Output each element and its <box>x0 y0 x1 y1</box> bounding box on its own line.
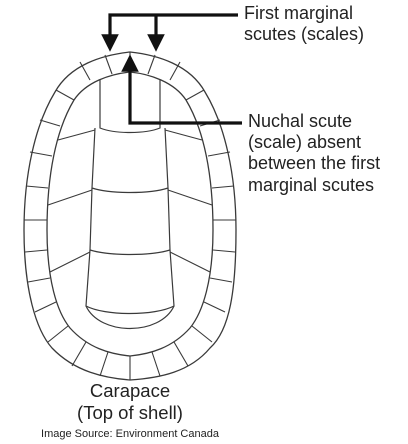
image-source-credit: Image Source: Environment Canada <box>30 428 230 440</box>
carapace-line2: (Top of shell) <box>30 402 230 424</box>
nuchal-line1: Nuchal scute <box>248 111 380 132</box>
nuchal-line3: between the first <box>248 153 380 174</box>
first-marginal-line2: scutes (scales) <box>244 24 364 45</box>
first-marginal-line1: First marginal <box>244 3 364 24</box>
nuchal-callout <box>130 63 242 123</box>
carapace-line1: Carapace <box>30 380 230 402</box>
first-marginal-label: First marginal scutes (scales) <box>244 3 364 45</box>
nuchal-line2: (scale) absent <box>248 132 380 153</box>
costal-scutes <box>48 130 212 272</box>
nuchal-line4: marginal scutes <box>248 175 380 196</box>
first-marginal-callout <box>110 15 238 43</box>
nuchal-label: Nuchal scute (scale) absent between the … <box>248 111 380 196</box>
carapace-label: Carapace (Top of shell) <box>30 380 230 424</box>
